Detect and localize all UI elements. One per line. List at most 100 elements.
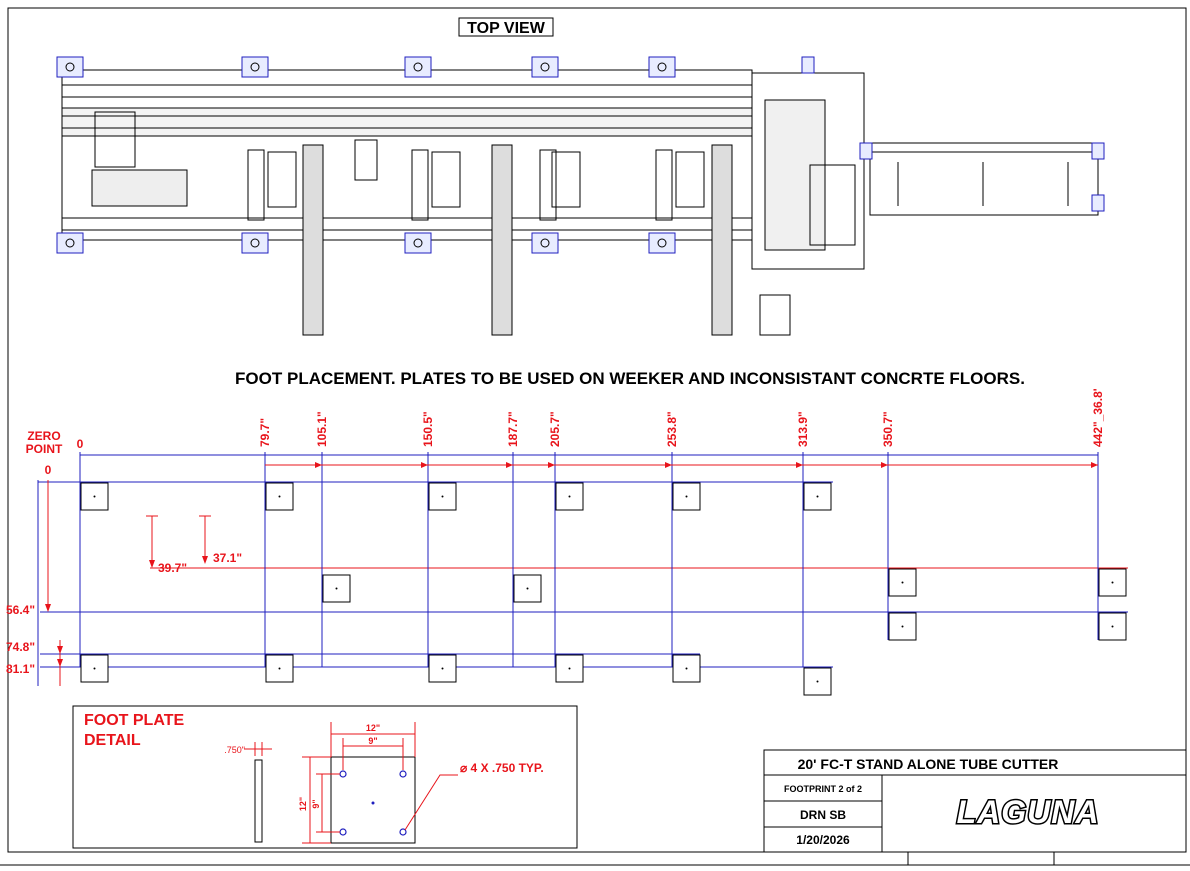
zero-point-label-2: POINT xyxy=(26,442,63,456)
dimension-arrow xyxy=(202,556,208,564)
leveling-foot xyxy=(241,232,269,254)
leveling-foot xyxy=(648,56,676,78)
foot-placement-headline: FOOT PLACEMENT. PLATES TO BE USED ON WEE… xyxy=(235,369,1025,388)
foot-plate-center xyxy=(1111,625,1114,628)
y-origin-label: 0 xyxy=(45,463,52,477)
dimension-arrow xyxy=(57,659,63,667)
dimension-arrow xyxy=(149,560,155,568)
leveling-foot-bolt xyxy=(65,238,75,248)
dimension-arrow xyxy=(1091,462,1098,468)
foot-plate-center xyxy=(93,667,96,670)
foot-plate xyxy=(672,654,701,683)
x-dimension-label: 187.7" xyxy=(506,411,520,447)
x-dimension-label: 442"_36.8' xyxy=(1091,388,1105,447)
leveling-foot xyxy=(1091,194,1105,212)
support-post xyxy=(539,149,557,221)
plate-center-mark xyxy=(371,801,375,805)
plate-dimensions xyxy=(302,722,458,844)
foot-plate-center xyxy=(568,495,571,498)
x-dimension-label: 150.5" xyxy=(421,411,435,447)
cutter-head xyxy=(764,99,826,251)
top-view-title-box xyxy=(458,17,554,37)
foot-plate-center xyxy=(901,581,904,584)
support-post xyxy=(411,149,429,221)
leveling-foot-bolt xyxy=(413,62,423,72)
leveling-foot-bolt xyxy=(250,238,260,248)
product-title: 20' FC-T STAND ALONE TUBE CUTTER xyxy=(798,756,1059,772)
leveling-foot-bolt xyxy=(657,238,667,248)
detail-title-1: FOOT PLATE xyxy=(84,712,184,729)
drawing-date: 1/20/2026 xyxy=(796,833,850,847)
mounting-hole xyxy=(339,828,347,836)
cutter-motor xyxy=(759,294,791,336)
foot-plate xyxy=(803,667,832,696)
x-dimension-label: 313.9" xyxy=(796,411,810,447)
leveling-foot xyxy=(241,56,269,78)
top-view-title: TOP VIEW xyxy=(467,20,546,37)
height-12-label: 12" xyxy=(298,797,308,811)
leveling-foot-bolt xyxy=(413,238,423,248)
rail-top xyxy=(61,84,753,98)
sheet-number: FOOTPRINT 2 of 2 xyxy=(784,784,862,794)
dimension-arrow xyxy=(548,462,555,468)
height-9-label: 9" xyxy=(311,799,321,808)
x-dimension-label: 205.7" xyxy=(548,411,562,447)
foot-plate-detail-box xyxy=(72,705,578,849)
leveling-foot-bolt xyxy=(540,238,550,248)
foot-plate-center xyxy=(816,495,819,498)
mounting-hole xyxy=(339,770,347,778)
leveling-foot xyxy=(531,56,559,78)
motor xyxy=(91,169,188,207)
rail-main xyxy=(61,107,753,137)
laguna-logo: LAGUNA xyxy=(957,794,1100,830)
drawn-by: DRN SB xyxy=(800,808,846,822)
leveling-foot-bolt xyxy=(540,62,550,72)
foot-placement-plan: 79.7"105.1"150.5"187.7"205.7"253.8"313.9… xyxy=(6,388,1128,696)
x-dimension-label: 350.7" xyxy=(881,411,895,447)
foot-plate-center xyxy=(278,667,281,670)
leveling-foot xyxy=(404,56,432,78)
clamp xyxy=(675,151,705,208)
mounting-hole xyxy=(399,770,407,778)
x-origin-label: 0 xyxy=(77,437,84,451)
dimension-arrow xyxy=(881,462,888,468)
leveling-foot xyxy=(531,232,559,254)
title-block xyxy=(763,749,1187,865)
dimension-arrow xyxy=(57,646,63,654)
x-dimension-label: 105.1" xyxy=(315,411,329,447)
support-post xyxy=(655,149,673,221)
clamp xyxy=(551,151,581,208)
width-9-label: 9" xyxy=(368,736,377,746)
outfeed-table xyxy=(869,142,1099,216)
foot-plate-center xyxy=(901,625,904,628)
sheet-border xyxy=(7,7,1187,853)
plate-side-view xyxy=(254,759,263,843)
machine-frame xyxy=(61,69,753,241)
dimension-arrow xyxy=(45,604,51,612)
foot-plate xyxy=(1098,568,1127,597)
foot-plate-center xyxy=(685,495,688,498)
y-dimension-label: 81.1" xyxy=(6,662,35,676)
leveling-foot xyxy=(56,56,84,78)
top-view-feet xyxy=(56,56,1105,254)
y-dimension-label: 39.7" xyxy=(158,561,187,575)
thickness-label: .750" xyxy=(224,745,245,755)
clamp xyxy=(267,151,297,208)
clamp xyxy=(354,139,378,181)
dimension-arrow xyxy=(315,462,322,468)
x-dimension-label: 253.8" xyxy=(665,411,679,447)
leveling-foot-bolt xyxy=(250,62,260,72)
loading-arm xyxy=(711,144,733,336)
mounting-hole xyxy=(399,828,407,836)
y-dimension-label: 56.4" xyxy=(6,603,35,617)
zero-point-label-1: ZERO xyxy=(27,429,60,443)
detail-title-2: DETAIL xyxy=(84,732,141,749)
leveling-foot xyxy=(1091,142,1105,160)
y-dimension-label: 37.1" xyxy=(213,551,242,565)
leveling-foot-bolt xyxy=(657,62,667,72)
hole-callout: ⌀ 4 X .750 TYP. xyxy=(460,761,544,775)
foot-plate-center xyxy=(335,587,338,590)
loading-arm xyxy=(302,144,324,336)
loading-arm xyxy=(491,144,513,336)
